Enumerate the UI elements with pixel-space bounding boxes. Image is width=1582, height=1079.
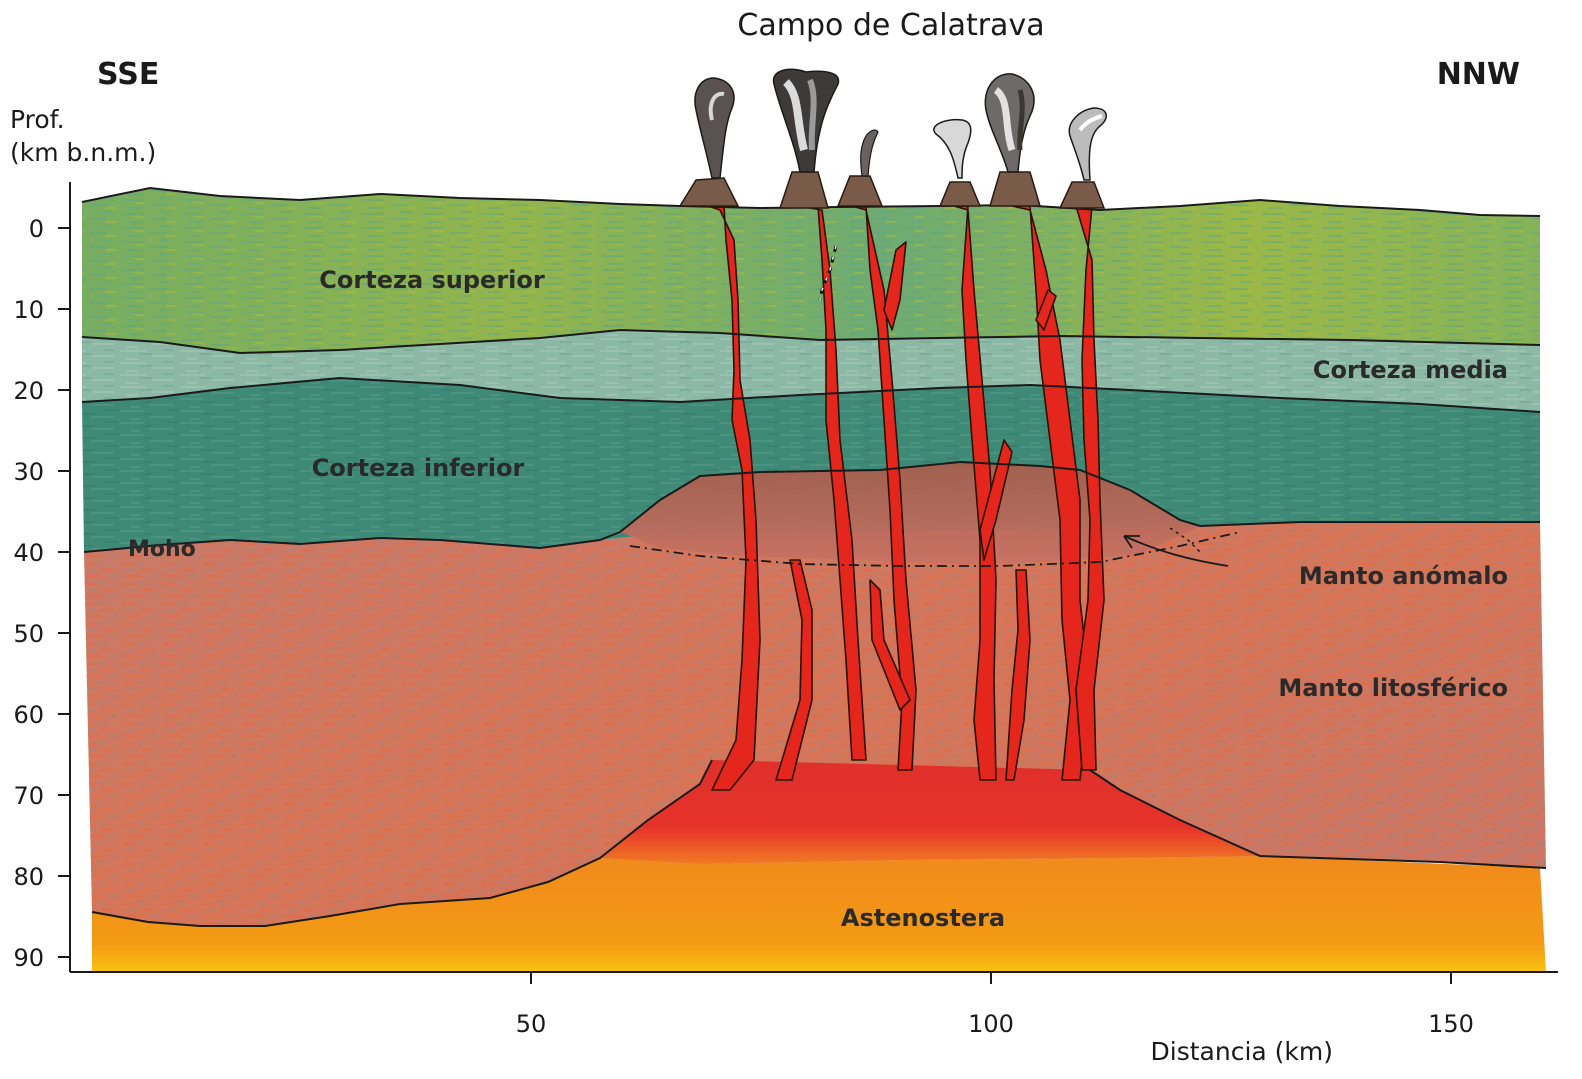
eruption-plume-icon [861,130,878,176]
volcano-icon [940,182,980,206]
eruption-plume-icon [1069,108,1106,180]
x-axis: 50 100 150 [70,972,1558,1038]
eruption-plumes [695,69,1106,180]
x-axis-label: Distancia (km) [1151,1037,1333,1066]
eruption-plume-icon [773,69,838,172]
volcano-icon [780,172,828,208]
figure-title: Campo de Calatrava [737,8,1044,43]
y-tick-label: 50 [13,620,44,648]
y-axis-label-line2: (km b.n.m.) [10,138,156,167]
y-tick-label: 20 [13,377,44,405]
x-tick-label: 150 [1428,1010,1474,1038]
eruption-plume-icon [695,78,734,178]
asthenosphere-label: Astenostera [841,904,1005,932]
y-tick-label: 80 [13,863,44,891]
volcano-icon [680,178,738,206]
direction-right-label: NNW [1437,57,1520,92]
upper-crust-label: Corteza superior [319,266,545,294]
y-axis-label-line1: Prof. [10,105,65,134]
moho-label: Moho [128,537,196,562]
y-tick-label: 10 [13,296,44,324]
x-axis-ticks: 50 100 150 [516,972,1474,1038]
eruption-plume-icon [934,120,971,178]
y-tick-label: 90 [13,944,44,972]
anomalous-mantle-label: Manto anómalo [1299,562,1508,590]
y-tick-label: 0 [29,215,44,243]
volcano-icon [838,176,882,206]
y-tick-label: 30 [13,458,44,486]
x-tick-label: 50 [516,1010,547,1038]
lower-crust-label: Corteza inferior [312,454,525,482]
x-tick-label: 100 [968,1010,1014,1038]
y-tick-label: 40 [13,539,44,567]
lithospheric-mantle-label: Manto litosférico [1278,674,1508,702]
volcano-icon [990,172,1040,206]
middle-crust-label: Corteza media [1313,356,1508,384]
y-axis-ticks: 0 10 20 30 40 50 60 70 80 90 [13,215,70,972]
y-tick-label: 70 [13,782,44,810]
volcanoes [680,172,1104,208]
y-tick-label: 60 [13,701,44,729]
y-axis: 0 10 20 30 40 50 60 70 80 90 [13,182,70,972]
direction-left-label: SSE [97,57,159,92]
volcano-icon [1060,182,1104,208]
